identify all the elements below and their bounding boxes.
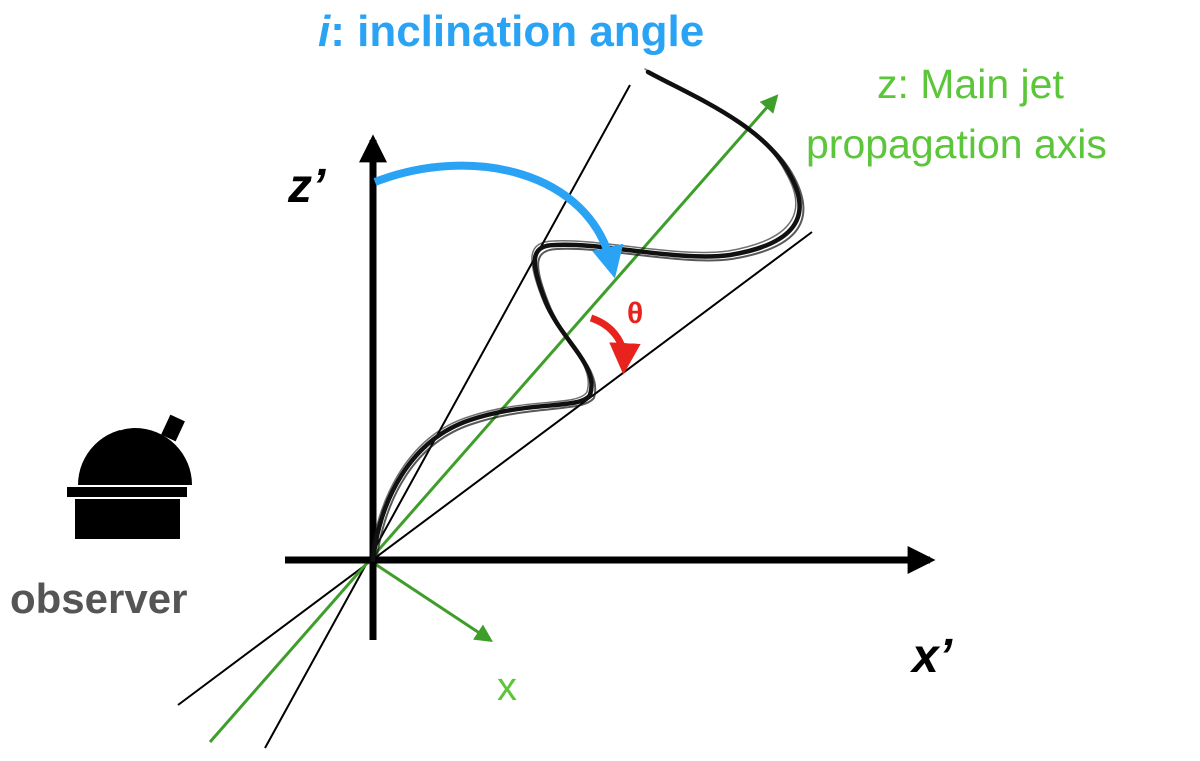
main-axis-label-line2: propagation axis <box>806 121 1107 167</box>
inclination-label: i: inclination angle <box>318 7 704 56</box>
x-prime-label: x’ <box>909 630 953 683</box>
x-axis-line <box>371 560 494 642</box>
theta-angle-arc <box>589 314 641 375</box>
cone-line-lower <box>177 231 813 706</box>
observer-label: observer <box>10 575 187 622</box>
inclination-text: : inclination angle <box>330 7 704 56</box>
main-jet-axis <box>208 94 779 743</box>
main-axis-label-line1: z: Main jet <box>877 61 1064 107</box>
x-axis-label: x <box>497 665 517 709</box>
inclination-angle-arc <box>373 161 624 279</box>
inclination-symbol: i <box>318 7 331 56</box>
theta-label: θ <box>627 297 643 330</box>
z-prime-label: z’ <box>287 160 326 213</box>
helical-jet-curve <box>369 68 805 564</box>
observatory-dome-icon <box>67 414 196 539</box>
